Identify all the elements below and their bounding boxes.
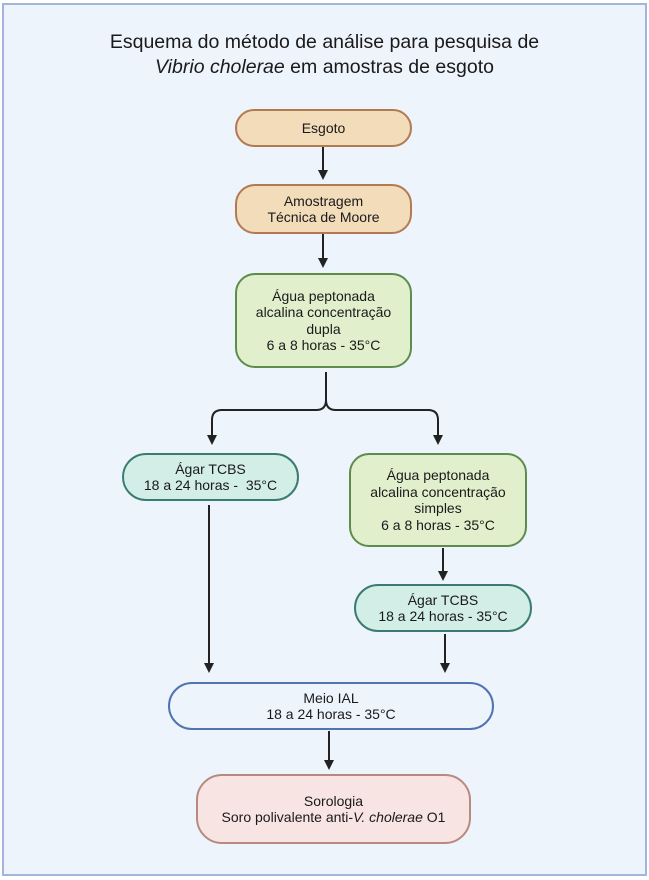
node-agar-left-line-1: Ágar TCBS <box>175 460 246 477</box>
node-agar-tcbs-right: Ágar TCBS 18 a 24 horas - 35°C <box>354 584 532 632</box>
sorologia-prefix: Soro polivalente anti- <box>221 809 354 825</box>
node-amostragem-line-2: Técnica de Moore <box>267 209 380 225</box>
sorologia-suffix: O1 <box>422 809 446 825</box>
node-agua-dupla: Água peptonada alcalina concentração dup… <box>235 273 412 368</box>
title-species: Vibrio cholerae <box>155 56 285 78</box>
node-agua-dupla-line-4: 6 a 8 horas - 35°C <box>266 337 381 353</box>
arrow-branch <box>207 372 327 445</box>
node-amostragem: Amostragem Técnica de Moore <box>235 184 412 234</box>
title-line-2-rest: em amostras de esgoto <box>284 56 494 78</box>
node-agua-dupla-line-2: alcalina concentração <box>255 304 392 320</box>
node-agua-dupla-line-3: dupla <box>306 320 341 337</box>
node-agua-simples-line-2: alcalina concentração <box>370 483 506 500</box>
node-agua-simples: Água peptonada alcalina concentração sim… <box>349 453 527 547</box>
node-sorologia-line-1: Sorologia <box>303 792 364 809</box>
title-line-1: Esquema do método de análise para pesqui… <box>109 31 540 53</box>
node-sorologia: Sorologia Soro polivalente anti-V. chole… <box>196 774 471 844</box>
node-agar-right-line-1: Ágar TCBS <box>407 591 479 608</box>
node-amostragem-line-1: Amostragem <box>283 192 364 209</box>
diagram-frame <box>2 3 647 876</box>
node-meio-ial-line-1: Meio IAL <box>303 689 359 706</box>
title-line-2: Vibrio cholerae em amostras de esgoto <box>0 55 649 80</box>
arrow-branch-right <box>325 399 443 445</box>
node-agua-simples-line-3: simples <box>414 500 462 516</box>
node-agar-right-line-2: 18 a 24 horas - 35°C <box>378 608 508 624</box>
sorologia-species: V. cholerae <box>353 809 423 825</box>
node-esgoto-text: Esgoto <box>301 119 346 136</box>
node-meio-ial: Meio IAL 18 a 24 horas - 35°C <box>168 682 494 730</box>
node-agua-simples-line-4: 6 a 8 horas - 35°C <box>381 516 495 533</box>
node-agua-dupla-line-1: Água peptonada <box>272 287 375 304</box>
node-agua-simples-line-1: Água peptonada <box>386 467 490 483</box>
node-agar-left-line-2: 18 a 24 horas - 35°C <box>143 477 278 493</box>
node-agar-tcbs-left: Ágar TCBS 18 a 24 horas - 35°C <box>122 453 299 501</box>
node-esgoto: Esgoto <box>235 109 412 147</box>
diagram-title: Esquema do método de análise para pesqui… <box>0 30 649 80</box>
node-sorologia-line-2: Soro polivalente anti-V. cholerae O1 <box>222 809 446 826</box>
node-meio-ial-line-2: 18 a 24 horas - 35°C <box>266 706 396 722</box>
